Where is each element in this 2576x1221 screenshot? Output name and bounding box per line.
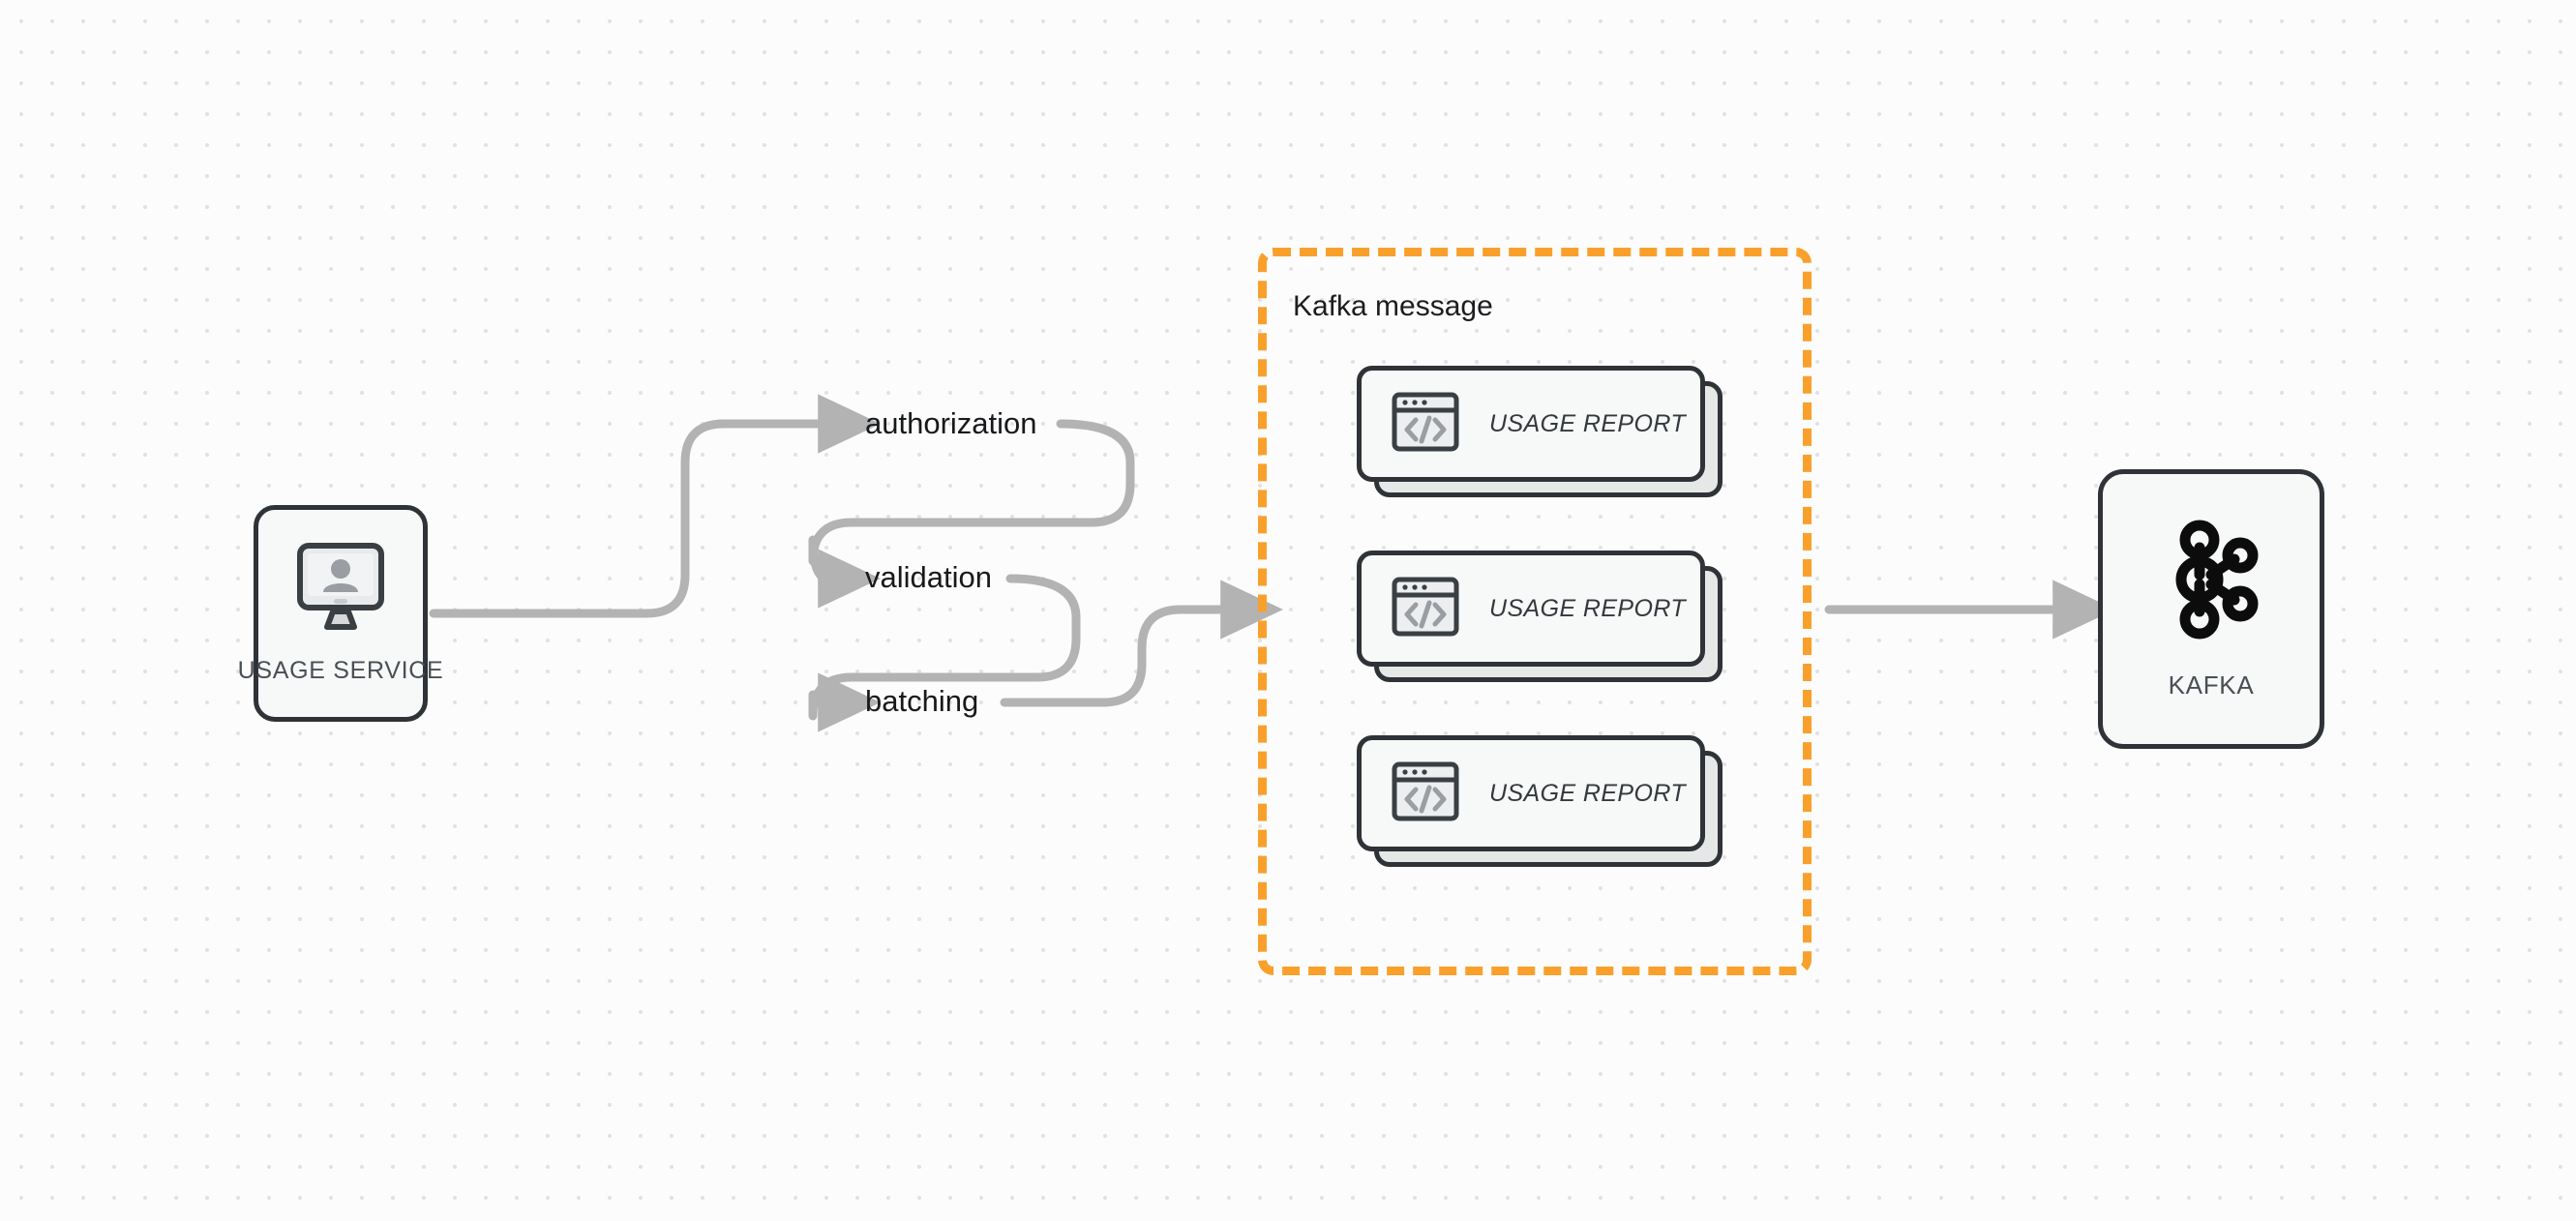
node-usage-service[interactable]: USAGE SERVICE	[238, 505, 443, 722]
node-kafka[interactable]: KAFKA	[2098, 469, 2324, 749]
code-window-icon	[1391, 572, 1460, 646]
code-window-icon	[1391, 757, 1460, 831]
card-face: USAGE REPORT	[1357, 366, 1705, 482]
stage-label-authorization[interactable]: authorization	[865, 406, 1037, 440]
card-usage-report-label: USAGE REPORT	[1489, 594, 1686, 622]
card-face: USAGE REPORT	[1357, 551, 1705, 667]
card-face: USAGE REPORT	[1357, 735, 1705, 851]
stage-label-batching[interactable]: batching	[865, 684, 979, 718]
node-kafka-label: KAFKA	[2168, 670, 2255, 700]
code-window-icon	[1391, 387, 1460, 462]
connector-service-to-authorization	[429, 394, 881, 618]
group-kafka-message	[1258, 248, 1812, 975]
card-usage-report-label: USAGE REPORT	[1489, 779, 1686, 807]
connector-batching-to-kafka-message	[1000, 580, 1283, 707]
kafka-logo-icon	[2157, 519, 2265, 645]
node-usage-service-label: USAGE SERVICE	[237, 657, 444, 684]
card-usage-report[interactable]: USAGE REPORT	[1357, 735, 1722, 867]
monitor-user-icon	[290, 542, 391, 640]
card-usage-report[interactable]: USAGE REPORT	[1357, 551, 1722, 682]
stage-label-validation[interactable]: validation	[865, 560, 992, 594]
connector-authorization-to-validation	[808, 419, 1135, 609]
card-usage-report[interactable]: USAGE REPORT	[1357, 366, 1722, 497]
card-usage-report-label: USAGE REPORT	[1489, 409, 1686, 437]
group-kafka-message-title: Kafka message	[1293, 290, 1493, 322]
